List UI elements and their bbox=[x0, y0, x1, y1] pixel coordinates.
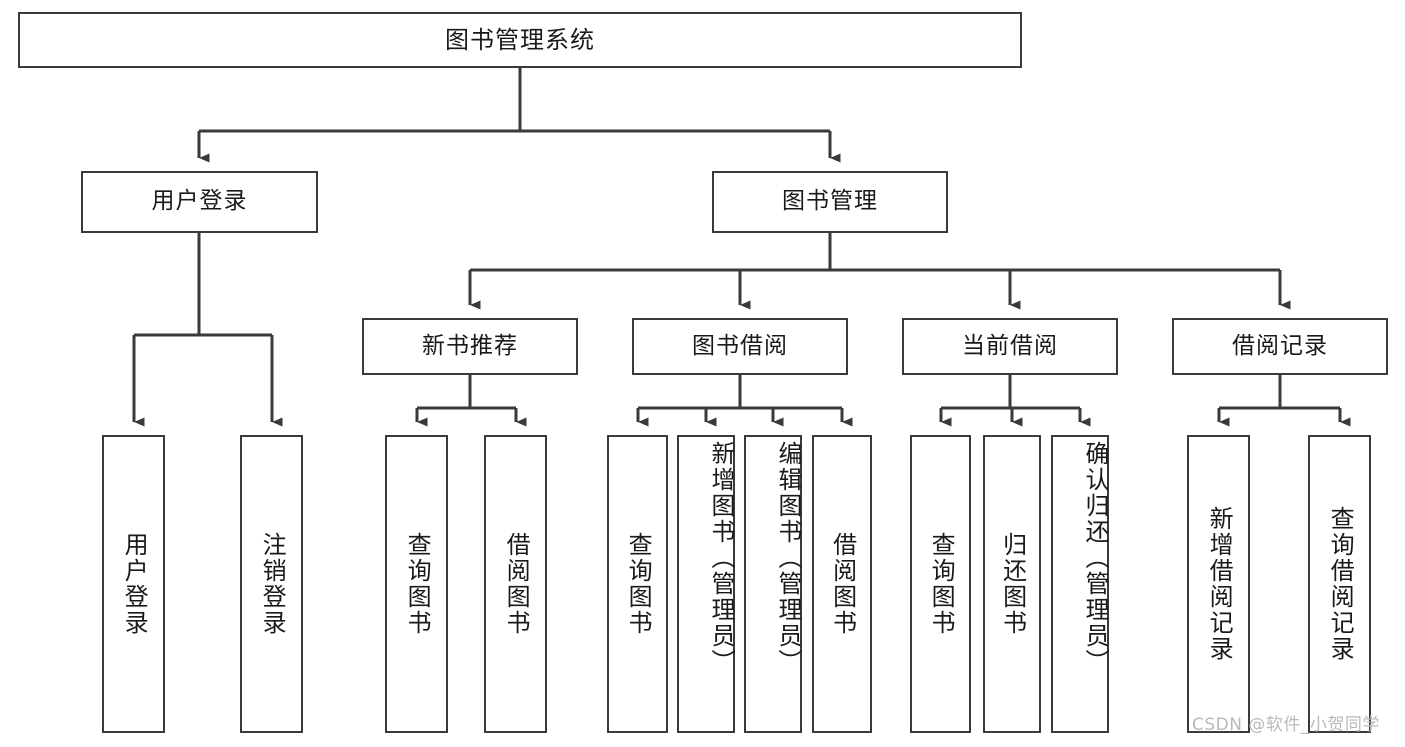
node-root-label: 图书管理系统 bbox=[445, 25, 595, 54]
leaf-label: 借阅图书 bbox=[828, 532, 857, 636]
leaf-current-confirm-return-admin[interactable]: 确认归还（管理员） bbox=[1051, 435, 1109, 733]
node-new-book-recommend-label: 新书推荐 bbox=[422, 332, 518, 359]
node-book-management-label: 图书管理 bbox=[782, 188, 878, 215]
node-current-borrow[interactable]: 当前借阅 bbox=[902, 318, 1118, 375]
leaf-user-login-login[interactable]: 用户登录 bbox=[102, 435, 165, 733]
leaf-new-book-borrow[interactable]: 借阅图书 bbox=[484, 435, 547, 733]
node-user-login[interactable]: 用户登录 bbox=[81, 171, 318, 233]
leaf-label: 注销登录 bbox=[258, 532, 287, 636]
node-root[interactable]: 图书管理系统 bbox=[18, 12, 1022, 68]
leaf-label: 用户登录 bbox=[120, 532, 149, 636]
node-current-borrow-label: 当前借阅 bbox=[962, 332, 1058, 359]
leaf-user-login-logout[interactable]: 注销登录 bbox=[240, 435, 303, 733]
leaf-label: 确认归还（管理员） bbox=[1081, 441, 1109, 675]
node-user-login-label: 用户登录 bbox=[151, 188, 248, 215]
node-book-borrow[interactable]: 图书借阅 bbox=[632, 318, 848, 375]
node-borrow-records[interactable]: 借阅记录 bbox=[1172, 318, 1388, 375]
leaf-borrow-add-book-admin[interactable]: 新增图书（管理员） bbox=[677, 435, 735, 733]
leaf-label: 查询图书 bbox=[624, 532, 653, 636]
leaf-label: 编辑图书（管理员） bbox=[774, 441, 802, 675]
leaf-label: 查询图书 bbox=[403, 532, 432, 636]
node-borrow-records-label: 借阅记录 bbox=[1232, 332, 1328, 359]
leaf-borrow-query-book[interactable]: 查询图书 bbox=[607, 435, 668, 733]
leaf-label: 新增借阅记录 bbox=[1205, 506, 1234, 662]
csdn-watermark: CSDN @软件_小贺同学 bbox=[1192, 715, 1380, 735]
leaf-label: 归还图书 bbox=[998, 532, 1027, 636]
leaf-records-query-record[interactable]: 查询借阅记录 bbox=[1308, 435, 1371, 733]
node-new-book-recommend[interactable]: 新书推荐 bbox=[362, 318, 578, 375]
leaf-label: 新增图书（管理员） bbox=[707, 441, 735, 675]
leaf-current-query-book[interactable]: 查询图书 bbox=[910, 435, 971, 733]
leaf-borrow-borrow-book[interactable]: 借阅图书 bbox=[812, 435, 872, 733]
leaf-borrow-edit-book-admin[interactable]: 编辑图书（管理员） bbox=[744, 435, 802, 733]
leaf-new-book-query[interactable]: 查询图书 bbox=[385, 435, 448, 733]
leaf-label: 查询图书 bbox=[927, 532, 956, 636]
leaf-current-return-book[interactable]: 归还图书 bbox=[983, 435, 1041, 733]
node-book-management[interactable]: 图书管理 bbox=[712, 171, 948, 233]
leaf-label: 查询借阅记录 bbox=[1326, 506, 1355, 662]
leaf-label: 借阅图书 bbox=[502, 532, 531, 636]
leaf-records-add-record[interactable]: 新增借阅记录 bbox=[1187, 435, 1250, 733]
node-book-borrow-label: 图书借阅 bbox=[692, 332, 788, 359]
